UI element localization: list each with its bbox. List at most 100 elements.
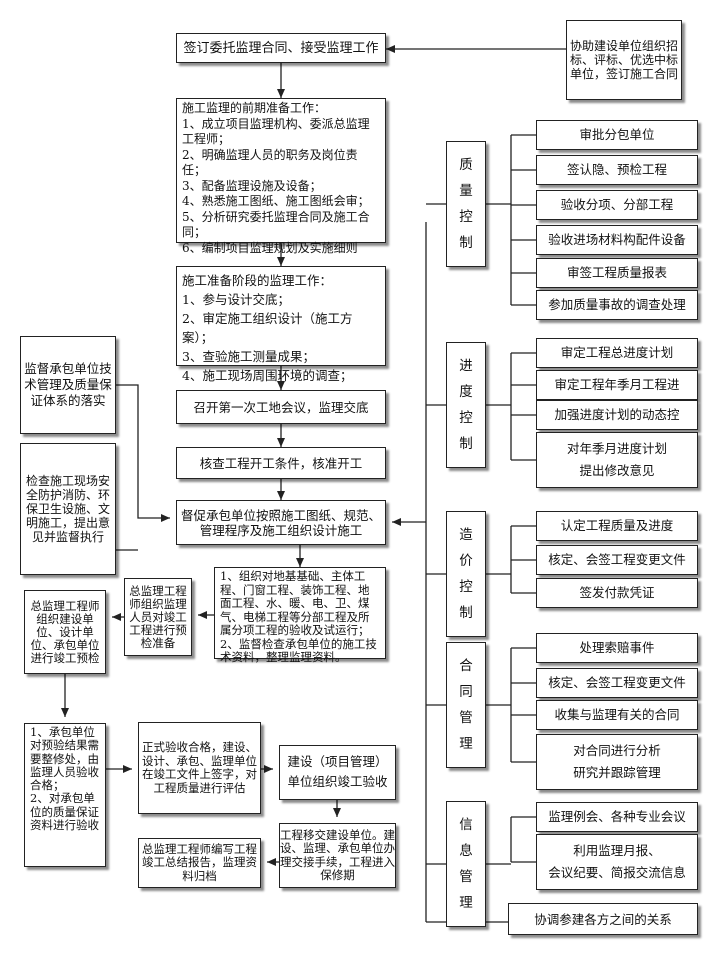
step-sign-contract: 签订委托监理合同、接受监理工作 bbox=[176, 33, 386, 63]
category-item-text: 审定工程年季月工程进 bbox=[554, 377, 680, 392]
step-preparation-line: 施工监理的前期准备工作： bbox=[182, 101, 327, 115]
category-label-char: 息 bbox=[459, 843, 473, 859]
category-2-item: 认定工程质量及进度 bbox=[536, 511, 698, 541]
category-item-text: 提出修改意见 bbox=[579, 463, 655, 478]
step-owner-acceptance-line: 建设（项目管理） bbox=[287, 754, 388, 769]
step-construction-prep-line: 1、参与设计交底； bbox=[182, 292, 290, 307]
supervise-quality-system: 监督承包单位技术管理及质量保证体系的落实 bbox=[20, 336, 116, 434]
step-acceptance-line: 1、组织对地基基础、主体工程、门窗工程、装饰工程、地面工程、水、暖、电、卫、煤气… bbox=[220, 569, 370, 637]
category-label-char: 同 bbox=[459, 684, 473, 700]
category-label-char: 价 bbox=[459, 553, 473, 569]
step-preparation-line: 5、分析研究委托监理合同及施工合同； bbox=[182, 209, 370, 240]
category-item-text: 收集与监理有关的合同 bbox=[554, 707, 680, 722]
step-first-meeting: 召开第一次工地会议，监理交底 bbox=[176, 390, 386, 424]
coordinate-parties-text: 协调参建各方之间的关系 bbox=[534, 911, 672, 927]
category-label-char: 量 bbox=[459, 183, 473, 199]
supervise-quality-system-text: 监督承包单位技术管理及质量保证体系的落实 bbox=[24, 361, 112, 408]
category-1-item: 对年季月进度计划提出修改意见 bbox=[536, 432, 698, 488]
check-site-safety: 检查施工现场安全防护消防、环保卫生设施、文明施工，提出意见并监督执行 bbox=[20, 443, 116, 575]
step-precheck-text: 总监理工程师组织建设单位、设计单位、承包单位进行竣工预检 bbox=[30, 598, 100, 665]
category-item-text: 监理例会、各种专业会议 bbox=[548, 809, 686, 824]
step-handover-text: 工程移交建设单位。建设、监理、承包单位办理交接手续，工程进入保修期 bbox=[280, 827, 395, 882]
step-sign-contract-text: 签订委托监理合同、接受监理工作 bbox=[183, 40, 379, 56]
category-3-item: 收集与监理有关的合同 bbox=[536, 700, 698, 730]
step-rectify-line: 2、对承包单位的质量保证资料进行验收 bbox=[30, 791, 99, 833]
step-preparation-line: 4、熟悉施工图纸、施工图纸会审； bbox=[182, 194, 370, 208]
category-label-char: 控 bbox=[459, 579, 473, 595]
category-item-text: 核定、会签工程变更文件 bbox=[548, 675, 686, 690]
category-label-char: 管 bbox=[459, 869, 473, 885]
step-construction-prep-line: 4、施工现场周围环境的调查； bbox=[182, 368, 353, 383]
category-2-label: 造价控制 bbox=[446, 511, 486, 637]
step-construction-prep-line: 3、查验施工测量成果； bbox=[182, 349, 315, 364]
category-0-item: 审批分包单位 bbox=[536, 120, 698, 150]
category-item-text: 审定工程总进度计划 bbox=[560, 345, 674, 360]
step-construction-prep-line: 施工准备阶段的监理工作： bbox=[182, 273, 333, 288]
category-0-label: 质量控制 bbox=[446, 141, 486, 267]
category-label-char: 合 bbox=[459, 658, 473, 674]
step-preparation-line: 3、配备监理设施及设备； bbox=[182, 178, 322, 193]
coordinate-parties: 协调参建各方之间的关系 bbox=[508, 903, 698, 935]
step-precheck-prep: 总监理工程师组织监理人员对竣工工程进行预检准备 bbox=[124, 578, 192, 656]
assist-bidding: 协助建设单位组织招标、评标、优选中标单位，签订施工合同 bbox=[566, 20, 682, 100]
step-first-meeting-text: 召开第一次工地会议，监理交底 bbox=[193, 399, 369, 415]
step-preparation: 施工监理的前期准备工作：1、成立项目监理机构、委派总监理工程师；2、明确监理人员… bbox=[176, 98, 386, 255]
category-label-char: 管 bbox=[459, 710, 473, 726]
category-label-char: 进 bbox=[459, 358, 473, 374]
category-0-item: 验收分项、分部工程 bbox=[536, 190, 698, 220]
step-owner-acceptance-line: 单位组织竣工验收 bbox=[287, 774, 388, 789]
category-item-text: 参加质量事故的调查处理 bbox=[548, 297, 686, 312]
step-final-report-text: 总监理工程师编写工程竣工总结报告，监理资料归档 bbox=[142, 841, 257, 883]
step-construction-prep-line: 2、审定施工组织设计（施工方案）； bbox=[182, 311, 353, 345]
category-0-item: 审签工程质量报表 bbox=[536, 258, 698, 288]
category-item-text: 审批分包单位 bbox=[579, 127, 655, 142]
step-preparation-line: 2、明确监理人员的职务及岗位责任； bbox=[182, 147, 358, 178]
category-label-char: 控 bbox=[459, 209, 473, 225]
category-item-text: 会议纪要、简报交流信息 bbox=[548, 865, 686, 880]
category-item-text: 核定、会签工程变更文件 bbox=[548, 552, 686, 567]
category-item-text: 审签工程质量报表 bbox=[566, 265, 667, 280]
category-2-item: 核定、会签工程变更文件 bbox=[536, 545, 698, 575]
category-3-item: 处理索赔事件 bbox=[536, 633, 698, 663]
step-final-report: 总监理工程师编写工程竣工总结报告，监理资料归档 bbox=[138, 838, 261, 888]
category-item-text: 对年季月进度计划 bbox=[566, 441, 667, 456]
category-item-text: 处理索赔事件 bbox=[579, 640, 655, 655]
category-item-text: 签认隐、预检工程 bbox=[566, 162, 667, 177]
category-label-char: 制 bbox=[459, 605, 473, 621]
category-item-text: 验收进场材料构配件设备 bbox=[548, 232, 686, 247]
category-1-label: 进度控制 bbox=[446, 342, 486, 468]
step-preparation-line: 1、成立项目监理机构、委派总监理工程师； bbox=[182, 116, 370, 147]
category-1-item: 加强进度计划的动态控 bbox=[536, 400, 698, 430]
category-item-text: 验收分项、分部工程 bbox=[560, 197, 674, 212]
category-label-char: 制 bbox=[459, 235, 473, 251]
category-1-item: 审定工程总进度计划 bbox=[536, 338, 698, 368]
category-label-char: 理 bbox=[459, 736, 473, 752]
category-4-item: 利用监理月报、会议纪要、简报交流信息 bbox=[536, 834, 698, 890]
category-label-char: 控 bbox=[459, 410, 473, 426]
category-4-label: 信息管理 bbox=[446, 801, 486, 927]
step-construction-prep: 施工准备阶段的监理工作： 1、参与设计交底； 2、审定施工组织设计（施工方案）； 3、… bbox=[176, 266, 386, 383]
step-formal-acceptance: 正式验收合格，建设、设计、承包、监理单位在竣工文件上签字，对工程质量进行评估 bbox=[138, 722, 261, 814]
category-0-item: 验收进场材料构配件设备 bbox=[536, 225, 698, 255]
category-item-text: 签发付款凭证 bbox=[579, 585, 655, 600]
category-0-item: 参加质量事故的调查处理 bbox=[536, 290, 698, 320]
category-3-item: 对合同进行分析研究并跟踪管理 bbox=[536, 734, 698, 790]
category-2-item: 签发付款凭证 bbox=[536, 578, 698, 608]
category-item-text: 加强进度计划的动态控 bbox=[554, 407, 680, 422]
step-check-start-text: 核查工程开工条件，核准开工 bbox=[199, 455, 363, 471]
category-label-char: 信 bbox=[459, 817, 473, 833]
step-precheck: 总监理工程师组织建设单位、设计单位、承包单位进行竣工预检 bbox=[24, 590, 106, 674]
step-preparation-line: 6、编制项目监理规划及实施细则 bbox=[182, 240, 358, 255]
category-3-item: 核定、会签工程变更文件 bbox=[536, 668, 698, 698]
category-item-text: 利用监理月报、 bbox=[573, 843, 661, 858]
category-label-char: 质 bbox=[459, 157, 473, 173]
step-acceptance-line: 2、监督检查承包单位的施工技术资料，整理监理资料。 bbox=[220, 636, 377, 664]
step-supervise-text: 督促承包单位按照施工图纸、规范、管理程序及施工组织设计施工 bbox=[180, 507, 381, 538]
category-item-text: 认定工程质量及进度 bbox=[560, 518, 674, 533]
step-acceptance: 1、组织对地基基础、主体工程、门窗工程、装饰工程、地面工程、水、暖、电、卫、煤气… bbox=[214, 567, 386, 664]
category-label-char: 造 bbox=[459, 527, 473, 543]
category-label-char: 度 bbox=[459, 384, 473, 400]
step-rectify-line: 1、承包单位对预验结果需要整修处，由监理人员验收合格； bbox=[30, 725, 99, 793]
assist-bidding-text: 协助建设单位组织招标、评标、优选中标单位，签订施工合同 bbox=[569, 39, 678, 81]
